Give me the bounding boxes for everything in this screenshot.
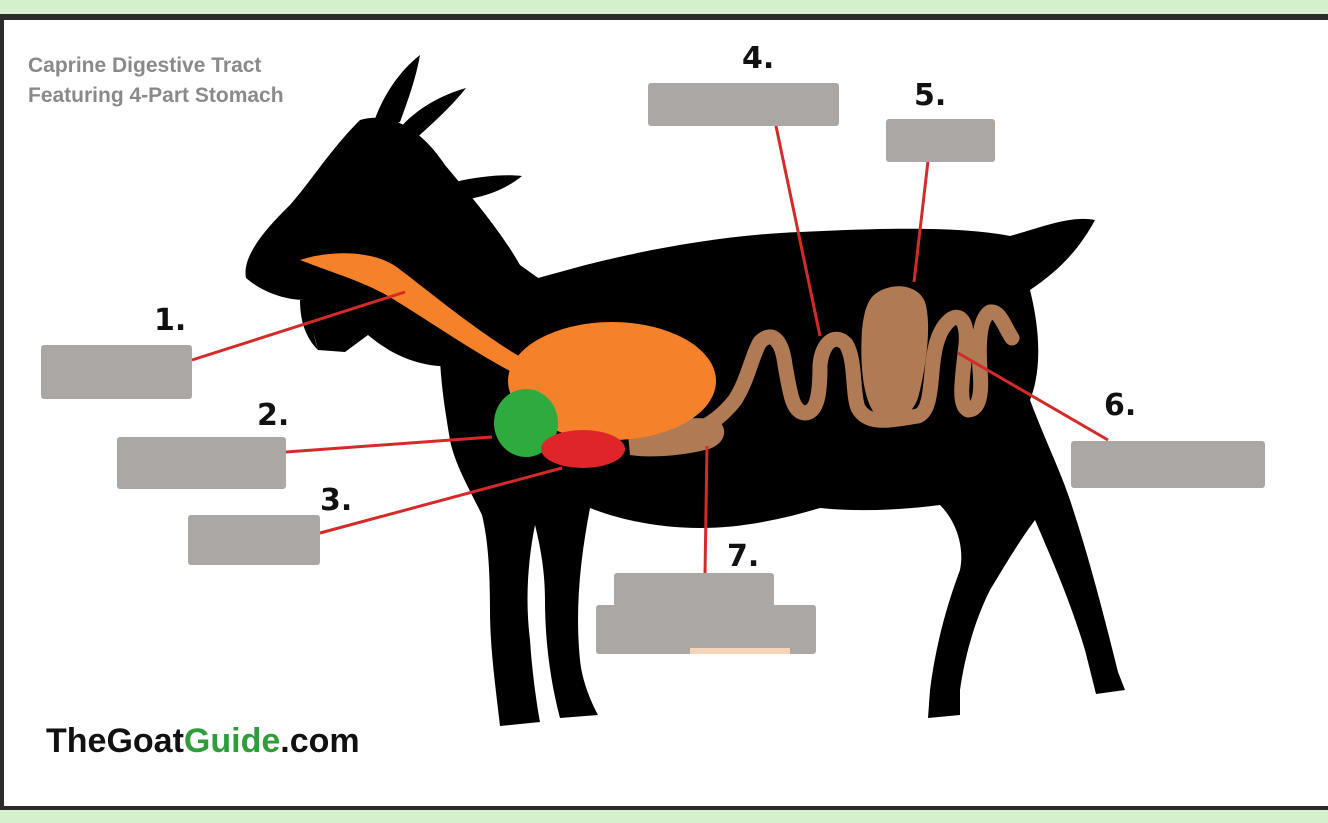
label-blank-7-edge (690, 648, 790, 654)
label-numbers: 1. 2. 3. 4. 5. 6. 7. (154, 41, 1136, 574)
omasum (541, 430, 625, 468)
brand-part-3: .com (280, 722, 359, 760)
label-number-4: 4. (742, 41, 774, 76)
leader-line-2 (285, 435, 493, 454)
abomasum (861, 286, 929, 421)
goat-horn-front (392, 88, 466, 142)
goat-beard (300, 300, 318, 350)
goat-horn-back (372, 55, 420, 128)
label-blank-7-bottom (596, 605, 816, 654)
label-number-7: 7. (727, 539, 759, 574)
leader-lines (191, 125, 1109, 576)
label-number-3: 3. (320, 483, 352, 518)
diagram-title-line2: Featuring 4-Part Stomach (28, 84, 284, 107)
label-blank-5[interactable] (886, 119, 995, 162)
label-blank-7-top (614, 573, 774, 613)
label-number-6: 6. (1104, 388, 1136, 423)
leader-line-6 (957, 351, 1109, 442)
label-blank-1[interactable] (41, 345, 192, 399)
label-blank-2[interactable] (117, 437, 286, 489)
intestines (632, 304, 1020, 454)
leader-line-4 (774, 125, 822, 337)
label-blank-3[interactable] (188, 515, 320, 565)
label-number-5: 5. (914, 78, 946, 113)
diagram-title-line1: Caprine Digestive Tract (28, 54, 261, 77)
digestive-organs (300, 253, 1020, 468)
esophagus (300, 253, 522, 372)
rumen (508, 322, 716, 440)
label-blank-4[interactable] (648, 83, 839, 126)
label-number-1: 1. (154, 303, 186, 338)
reticulum (494, 389, 558, 457)
label-blank-6[interactable] (1071, 441, 1265, 488)
label-number-2: 2. (257, 398, 289, 433)
brand-logo: TheGoatGuide.com (46, 722, 360, 760)
leader-line-3 (319, 466, 563, 535)
brand-part-2: Guide (184, 722, 280, 760)
label-blank-7[interactable] (596, 573, 816, 654)
goat-ear (455, 175, 522, 200)
leader-line-5 (912, 160, 930, 283)
brand-part-1: TheGoat (46, 722, 184, 760)
leader-line-1 (191, 290, 406, 362)
leader-line-7 (703, 445, 709, 576)
label-blanks (41, 83, 1265, 654)
